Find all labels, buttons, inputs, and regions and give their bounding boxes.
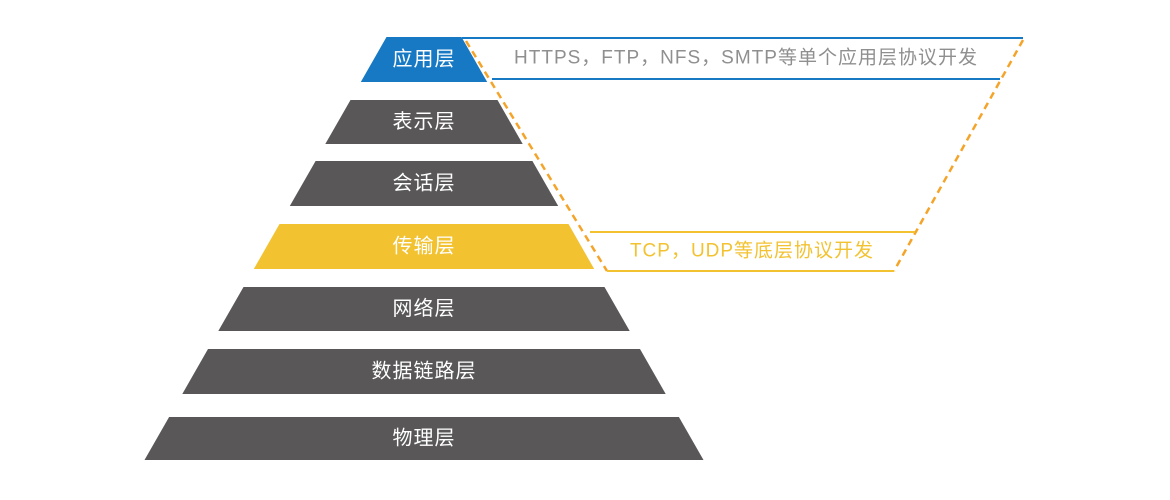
pyramid-layer-presentation-label: 表示层 [393, 110, 456, 133]
transport-annotation-text: TCP，UDP等底层协议开发 [630, 240, 874, 262]
funnel-left-dashed-line [464, 40, 609, 272]
pyramid-layer-transport-label: 传输层 [393, 235, 456, 258]
pyramid-layer-network-label: 网络层 [393, 297, 456, 320]
pyramid-layer-datalink [182, 349, 666, 394]
application-annotation-text: HTTPS，FTP，NFS，SMTP等单个应用层协议开发 [514, 47, 978, 69]
pyramid-layer-transport [253, 224, 595, 269]
transport-annotation: TCP，UDP等底层协议开发 [590, 231, 915, 272]
pyramid-layer-physical [144, 417, 704, 460]
pyramid-layer-physical-label: 物理层 [393, 427, 456, 450]
application-annotation: HTTPS，FTP，NFS，SMTP等单个应用层协议开发 [462, 37, 1023, 80]
pyramid-layer-session [289, 161, 559, 206]
pyramid: 应用层 表示层 会话层 传输层 网络层 数据链路层 物理层 [144, 37, 704, 460]
pyramid-layer-session-label: 会话层 [393, 172, 456, 195]
pyramid-layer-network [218, 287, 630, 331]
pyramid-layer-datalink-label: 数据链路层 [372, 360, 477, 383]
pyramid-layer-presentation [325, 100, 523, 144]
funnel-right-dashed-line [892, 39, 1025, 272]
pyramid-layer-application-label: 应用层 [393, 48, 456, 71]
annotation-funnel [464, 39, 1025, 272]
pyramid-layer-application [360, 37, 488, 82]
